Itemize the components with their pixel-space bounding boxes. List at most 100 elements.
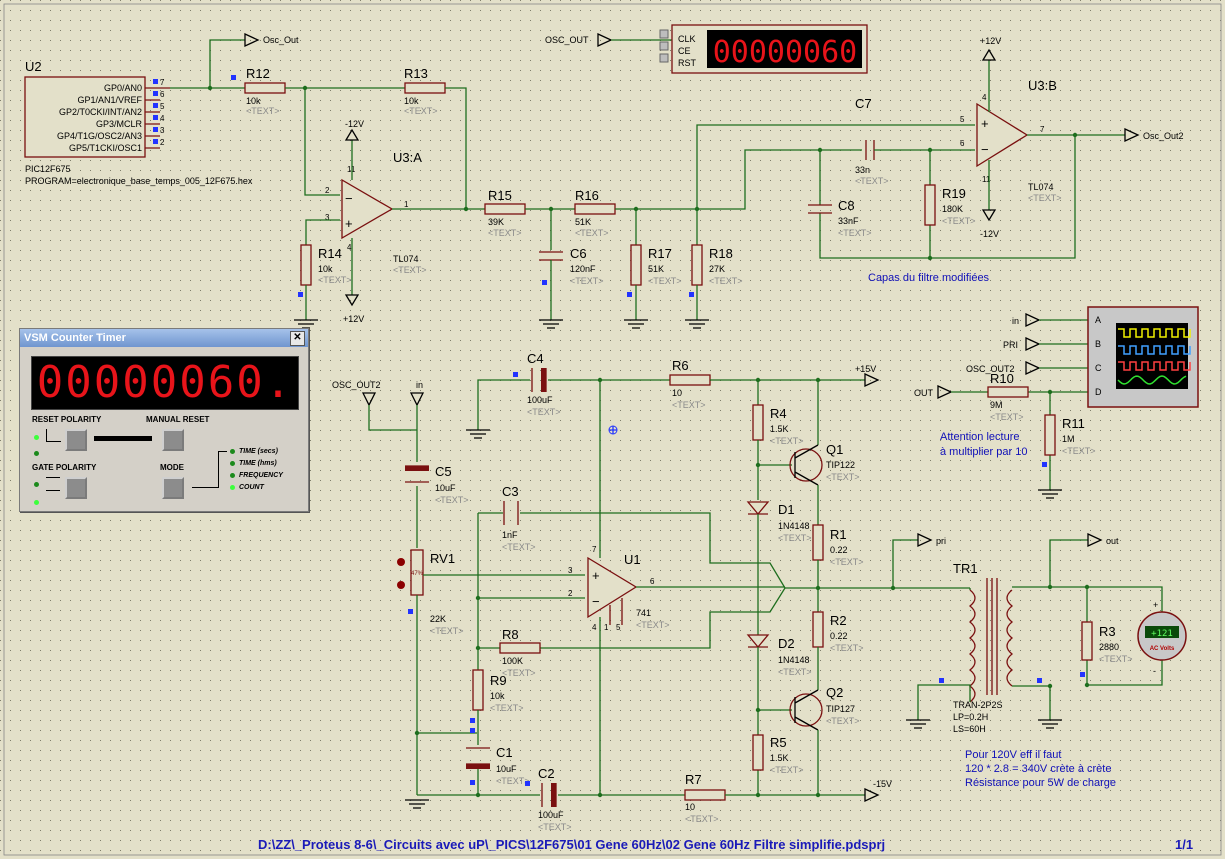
- svg-text:D1: D1: [778, 502, 795, 517]
- svg-text:<TEXT>: <TEXT>: [496, 776, 530, 786]
- close-button[interactable]: ✕: [290, 331, 305, 346]
- vsm-titlebar[interactable]: VSM Counter Timer ✕: [20, 329, 308, 347]
- svg-text:10: 10: [672, 388, 682, 398]
- svg-text:22K: 22K: [430, 614, 446, 624]
- svg-text:<TEXT>: <TEXT>: [709, 276, 743, 286]
- mode-button[interactable]: [162, 477, 184, 499]
- svg-text:<TEXT>: <TEXT>: [685, 814, 719, 824]
- svg-text:CE: CE: [678, 46, 691, 56]
- r8-resistor[interactable]: [499, 642, 541, 654]
- svg-text:<TEXT>: <TEXT>: [672, 400, 706, 410]
- net-out-amp: out: [1106, 536, 1119, 546]
- svg-text:Q2: Q2: [826, 685, 843, 700]
- svg-text:R10: R10: [990, 371, 1014, 386]
- r4-resistor[interactable]: [752, 404, 764, 441]
- svg-text:3: 3: [160, 126, 165, 135]
- u1-opamp[interactable]: + − U1 741 <TEXT> 3 2 6 7 4 1 5: [568, 545, 670, 632]
- tr1-transformer[interactable]: [968, 578, 1014, 703]
- q1-transistor[interactable]: [789, 444, 823, 486]
- r14-resistor[interactable]: [300, 244, 312, 286]
- svg-text:R19: R19: [942, 186, 966, 201]
- svg-text:C8: C8: [838, 198, 855, 213]
- svg-text:47%: 47%: [411, 571, 424, 577]
- svg-text:R17: R17: [648, 246, 672, 261]
- r11-resistor[interactable]: [1044, 414, 1056, 456]
- svg-text:<TEXT>: <TEXT>: [990, 412, 1024, 422]
- svg-text:<TEXT>: <TEXT>: [393, 265, 427, 275]
- divider-bar: [94, 436, 152, 441]
- c1-capacitor[interactable]: [466, 747, 490, 769]
- svg-text:<TEXT>: <TEXT>: [770, 765, 804, 775]
- r3-resistor[interactable]: [1081, 621, 1093, 661]
- r10-resistor[interactable]: [987, 386, 1029, 398]
- svg-text:4: 4: [160, 114, 165, 123]
- svg-text:<TEXT>: <TEXT>: [404, 106, 438, 116]
- mode-count[interactable]: COUNT: [230, 484, 264, 491]
- r5-resistor[interactable]: [752, 734, 764, 771]
- u2-pin-gp0: GP0/AN0: [104, 83, 142, 93]
- u2-pin-gp2: GP2/T0CKI/INT/AN2: [59, 107, 142, 117]
- gate-polarity-button[interactable]: [65, 477, 87, 499]
- r18-resistor[interactable]: [691, 244, 703, 286]
- svg-text:U1: U1: [624, 552, 641, 567]
- net-osc-out-cap: OSC_OUT: [545, 35, 589, 45]
- svg-text:1: 1: [604, 623, 609, 632]
- r17-resistor[interactable]: [630, 244, 642, 286]
- gate-polarity-leds: [34, 476, 43, 512]
- r2-resistor[interactable]: [812, 611, 824, 648]
- mode-time-secs[interactable]: TIME (secs): [230, 448, 278, 455]
- svg-text:C2: C2: [538, 766, 555, 781]
- q2-transistor[interactable]: [789, 689, 823, 731]
- counter-display-block[interactable]: CLK CE RST 00000060: [659, 24, 868, 74]
- reset-polarity-button[interactable]: [65, 429, 87, 451]
- svg-text:<TEXT>: <TEXT>: [246, 106, 280, 116]
- svg-text:R15: R15: [488, 188, 512, 203]
- c8-capacitor[interactable]: [808, 204, 832, 214]
- u2-pin-gp5: GP5/T1CKI/OSC1: [69, 143, 142, 153]
- r6-resistor[interactable]: [669, 374, 711, 386]
- r15-resistor[interactable]: [484, 203, 526, 215]
- r16-resistor[interactable]: [574, 203, 616, 215]
- svg-text:7: 7: [160, 78, 165, 87]
- u3b-opamp[interactable]: + − U3:B TL074 <TEXT> 5 6 7 4 11: [960, 78, 1062, 203]
- svg-text:27K: 27K: [709, 264, 725, 274]
- svg-text:<TEXT>: <TEXT>: [770, 436, 804, 446]
- u2-pic[interactable]: U2 GP0/AN0 GP1/AN1/VREF GP2/T0CKI/INT/AN…: [24, 59, 253, 186]
- c4-capacitor[interactable]: [531, 368, 547, 392]
- r1-resistor[interactable]: [812, 524, 824, 561]
- svg-text:R13: R13: [404, 66, 428, 81]
- r19-resistor[interactable]: [924, 184, 936, 226]
- c5-capacitor[interactable]: [405, 465, 429, 483]
- svg-text:10k: 10k: [490, 691, 505, 701]
- svg-text:1.5K: 1.5K: [770, 424, 789, 434]
- r7-resistor[interactable]: [684, 789, 726, 801]
- manual-reset-button[interactable]: [162, 429, 184, 451]
- svg-text:C5: C5: [435, 464, 452, 479]
- svg-text:B: B: [1095, 339, 1101, 349]
- c2-capacitor[interactable]: [541, 783, 557, 807]
- svg-text:51K: 51K: [575, 217, 591, 227]
- svg-text:7: 7: [1040, 125, 1045, 134]
- svg-text:RV1: RV1: [430, 551, 455, 566]
- ac-voltmeter[interactable]: +121 AC Volts + -: [1137, 600, 1187, 676]
- mode-link-line: [192, 487, 218, 488]
- svg-text:+: +: [981, 116, 989, 131]
- oscilloscope[interactable]: A B C D: [1087, 306, 1199, 408]
- vsm-counter-timer-window[interactable]: VSM Counter Timer ✕ 00000060. RESET POLA…: [19, 328, 309, 512]
- svg-text:6: 6: [160, 90, 165, 99]
- gate-polarity-label: GATE POLARITY: [32, 463, 97, 472]
- svg-text:<TEXT>: <TEXT>: [430, 626, 464, 636]
- c3-capacitor[interactable]: [503, 501, 519, 525]
- r12-resistor[interactable]: [244, 82, 286, 94]
- svg-text:5: 5: [960, 115, 965, 124]
- mode-frequency[interactable]: FREQUENCY: [230, 472, 283, 479]
- svg-text:100uF: 100uF: [527, 395, 553, 405]
- u3a-opamp[interactable]: − + U3:A TL074 <TEXT> 2 3 1 11 4: [325, 150, 427, 275]
- r13-resistor[interactable]: [404, 82, 446, 94]
- r9-resistor[interactable]: [472, 669, 484, 711]
- svg-text:<TEXT>: <TEXT>: [838, 228, 872, 238]
- vsm-title: VSM Counter Timer: [24, 332, 126, 344]
- svg-text:<TEXT>: <TEXT>: [435, 495, 469, 505]
- vsm-display: 00000060.: [31, 356, 299, 410]
- mode-time-hms[interactable]: TIME (hms): [230, 460, 277, 467]
